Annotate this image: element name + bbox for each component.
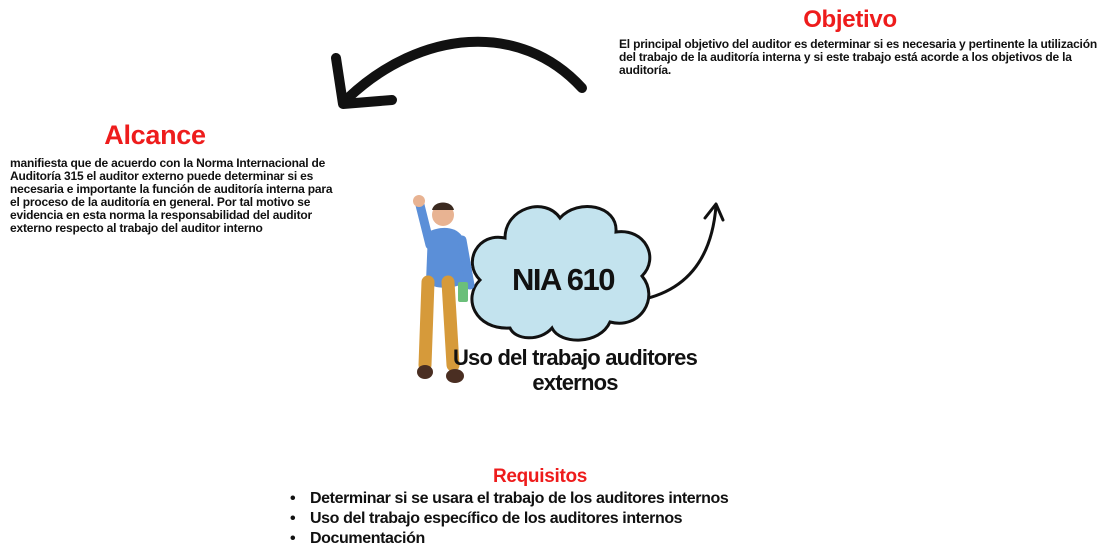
objetivo-heading: Objetivo xyxy=(803,6,897,33)
requisitos-item: Uso del trabajo específico de los audito… xyxy=(290,509,728,529)
requisitos-item: Documentación xyxy=(290,529,728,549)
alcance-text: manifiesta que de acuerdo con la Norma I… xyxy=(10,156,333,235)
objetivo-text: El principal objetivo del auditor es det… xyxy=(619,37,1097,77)
requisitos-heading: Requisitos xyxy=(492,466,588,487)
requisitos-list: Determinar si se usara el trabajo de los… xyxy=(290,489,729,549)
requisitos-item: Determinar si se usara el trabajo de los… xyxy=(290,489,729,509)
nia-title: NIA 610 xyxy=(511,262,616,297)
alcance-heading: Alcance xyxy=(104,120,206,150)
nia-subtitle: Uso del trabajo auditores externos xyxy=(452,345,698,395)
